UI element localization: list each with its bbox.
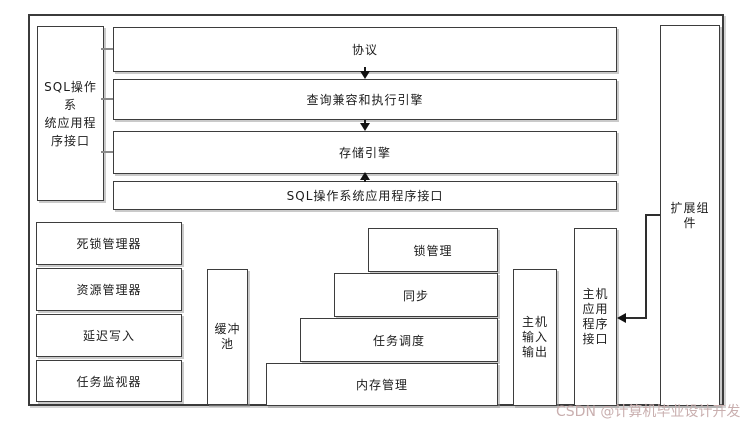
protocol-row: 协议 xyxy=(113,27,617,72)
host-io-box: 主机 输入 输出 xyxy=(513,269,557,406)
host-api-label: 主机 应用 程序 接口 xyxy=(582,287,609,346)
protocol-label: 协议 xyxy=(351,43,378,57)
buffer-pool-label: 缓冲 池 xyxy=(214,322,241,351)
resource-manager-label: 资源管理器 xyxy=(76,283,142,297)
sqlos-api-left-panel: SQL操作系 统应用程 序接口 xyxy=(37,26,104,201)
extension-arrow-segment xyxy=(645,214,660,216)
up-arrow-icon xyxy=(360,172,370,180)
down-arrow-icon xyxy=(360,71,370,79)
lazy-write-label: 延迟写入 xyxy=(82,329,135,343)
connector-tick xyxy=(101,151,113,153)
extension-components-box: 扩展组 件 xyxy=(660,25,720,406)
extension-arrow-segment xyxy=(645,214,647,319)
storage-engine-label: 存储引擎 xyxy=(338,146,391,160)
sqlos-api-left-panel-label: SQL操作系 统应用程 序接口 xyxy=(44,79,97,148)
task-monitor-box: 任务监视器 xyxy=(36,360,182,402)
sqlos-api-row-label: SQL操作系统应用程序接口 xyxy=(286,189,444,203)
task-scheduling-label: 任务调度 xyxy=(372,333,425,348)
extension-arrow-segment xyxy=(625,317,647,319)
synchronization-box: 同步 xyxy=(334,273,498,317)
deadlock-manager-box: 死锁管理器 xyxy=(36,222,182,265)
lock-manager-box: 锁管理 xyxy=(368,228,498,272)
up-arrow-stem xyxy=(364,178,366,182)
lazy-write-box: 延迟写入 xyxy=(36,314,182,357)
connector-tick xyxy=(101,48,113,50)
task-scheduling-box: 任务调度 xyxy=(300,318,498,362)
task-monitor-label: 任务监视器 xyxy=(76,374,142,389)
query-execution-engine-label: 查询兼容和执行引擎 xyxy=(306,93,424,107)
buffer-pool-box: 缓冲 池 xyxy=(207,269,248,405)
lock-manager-label: 锁管理 xyxy=(413,243,453,258)
memory-management-label: 内存管理 xyxy=(355,378,408,392)
resource-manager-box: 资源管理器 xyxy=(36,268,182,311)
connector-tick xyxy=(101,98,113,100)
sqlos-api-row: SQL操作系统应用程序接口 xyxy=(113,181,617,210)
storage-engine-row: 存储引擎 xyxy=(113,131,617,174)
query-execution-engine-row: 查询兼容和执行引擎 xyxy=(113,79,617,120)
watermark-text: CSDN @计算机毕业设计开发 xyxy=(556,404,741,420)
down-arrow-icon xyxy=(360,123,370,131)
host-api-box: 主机 应用 程序 接口 xyxy=(574,228,617,406)
deadlock-manager-label: 死锁管理器 xyxy=(76,237,142,251)
left-arrow-icon xyxy=(617,313,626,323)
extension-components-label: 扩展组 件 xyxy=(670,200,710,230)
memory-management-box: 内存管理 xyxy=(266,363,498,406)
down-arrow-stem xyxy=(364,67,366,74)
synchronization-label: 同步 xyxy=(402,288,429,303)
host-io-label: 主机 输入 输出 xyxy=(521,315,548,359)
